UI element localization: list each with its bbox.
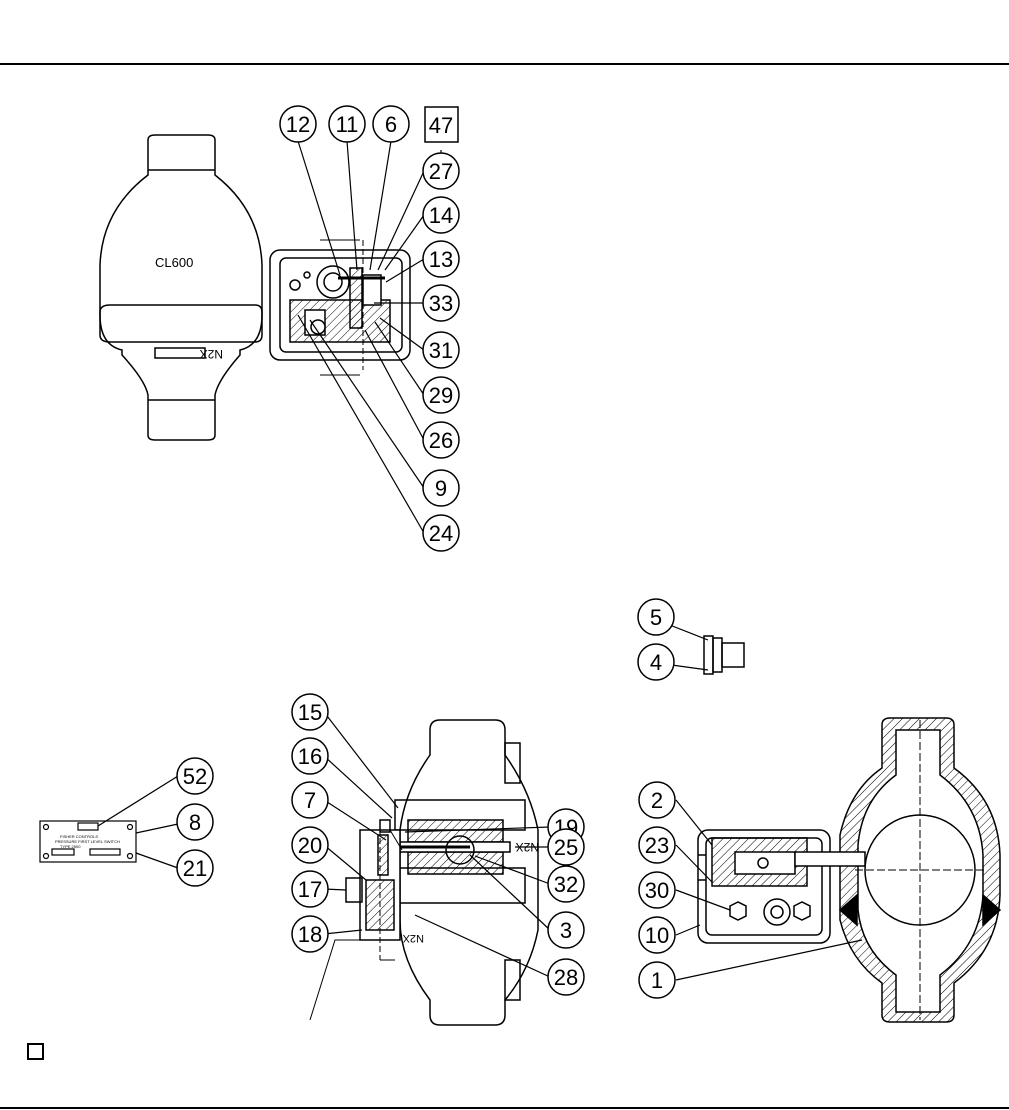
side-view <box>697 717 1002 1023</box>
svg-text:32: 32 <box>554 872 578 897</box>
svg-text:31: 31 <box>429 338 453 363</box>
side-view-leaders <box>675 799 863 981</box>
callout-31: 31 <box>422 331 460 369</box>
svg-text:33: 33 <box>429 291 453 316</box>
svg-text:27: 27 <box>429 159 453 184</box>
callout-17: 17 <box>291 870 329 908</box>
callout-24: 24 <box>422 514 460 552</box>
callout-15: 15 <box>291 693 329 731</box>
callout-32: 32 <box>547 865 585 903</box>
callout-8: 8 <box>176 803 214 841</box>
callout-16: 16 <box>291 737 329 775</box>
section-arrow-mark-bottom: N2X <box>402 932 424 944</box>
nameplate-line-2: PRESSURE FIRST LEVEL SWITCH <box>55 839 120 844</box>
svg-text:12: 12 <box>286 112 310 137</box>
callout-47: 47 <box>424 106 459 143</box>
svg-text:47: 47 <box>429 113 453 138</box>
svg-text:15: 15 <box>298 700 322 725</box>
svg-text:23: 23 <box>645 833 669 858</box>
callout-20: 20 <box>291 826 329 864</box>
callout-30: 30 <box>638 871 676 909</box>
section-view <box>309 719 539 1026</box>
top-view-leaders <box>297 140 442 534</box>
svg-text:8: 8 <box>189 810 201 835</box>
callout-27: 27 <box>422 152 460 190</box>
callout-26: 26 <box>422 421 460 459</box>
svg-text:17: 17 <box>298 877 322 902</box>
header-rule <box>0 63 1009 65</box>
callout-11: 11 <box>328 105 366 143</box>
svg-text:18: 18 <box>298 922 322 947</box>
callout-9: 9 <box>422 469 460 507</box>
top-view-body-text: CL600 <box>155 255 193 270</box>
callout-23: 23 <box>638 826 676 864</box>
svg-text:1: 1 <box>651 968 663 993</box>
svg-text:25: 25 <box>554 835 578 860</box>
callout-25: 25 <box>547 828 585 866</box>
callout-33: 33 <box>422 284 460 322</box>
callout-7: 7 <box>291 781 329 819</box>
svg-text:14: 14 <box>429 203 453 228</box>
svg-text:10: 10 <box>645 923 669 948</box>
svg-text:9: 9 <box>435 476 447 501</box>
callout-18: 18 <box>291 915 329 953</box>
callout-12: 12 <box>279 105 317 143</box>
callout-5: 5 <box>637 598 675 636</box>
svg-text:6: 6 <box>385 112 397 137</box>
callout-21: 21 <box>176 849 214 887</box>
nameplate-line-3: TYPE 2500 <box>60 844 81 849</box>
callout-1: 1 <box>638 961 676 999</box>
callout-4: 4 <box>637 643 675 681</box>
svg-text:28: 28 <box>554 965 578 990</box>
callout-6: 6 <box>372 105 410 143</box>
svg-text:29: 29 <box>429 383 453 408</box>
svg-text:16: 16 <box>298 744 322 769</box>
legend-marker-box <box>27 1043 44 1060</box>
svg-text:4: 4 <box>650 650 662 675</box>
svg-text:52: 52 <box>183 764 207 789</box>
svg-text:13: 13 <box>429 247 453 272</box>
nameplate-line-1: FISHER CONTROLS <box>60 834 98 839</box>
callout-3: 3 <box>547 911 585 949</box>
callout-10: 10 <box>638 916 676 954</box>
svg-text:26: 26 <box>429 428 453 453</box>
callout-52: 52 <box>176 757 214 795</box>
svg-text:7: 7 <box>304 788 316 813</box>
svg-text:20: 20 <box>298 833 322 858</box>
callout-13: 13 <box>422 240 460 278</box>
svg-text:21: 21 <box>183 856 207 881</box>
svg-text:24: 24 <box>429 521 453 546</box>
callout-2: 2 <box>638 781 676 819</box>
callout-29: 29 <box>422 376 460 414</box>
callout-14: 14 <box>422 196 460 234</box>
top-view-arrow-mark: N2X <box>200 347 223 361</box>
section-view-leaders <box>323 711 551 978</box>
svg-text:11: 11 <box>336 112 359 137</box>
footer-rule <box>0 1107 1009 1109</box>
svg-text:30: 30 <box>645 878 669 903</box>
callout-28: 28 <box>547 958 585 996</box>
svg-text:2: 2 <box>651 788 663 813</box>
top-view <box>99 134 411 441</box>
svg-text:3: 3 <box>560 918 572 943</box>
svg-text:5: 5 <box>650 605 662 630</box>
nameplate-part <box>39 775 179 869</box>
